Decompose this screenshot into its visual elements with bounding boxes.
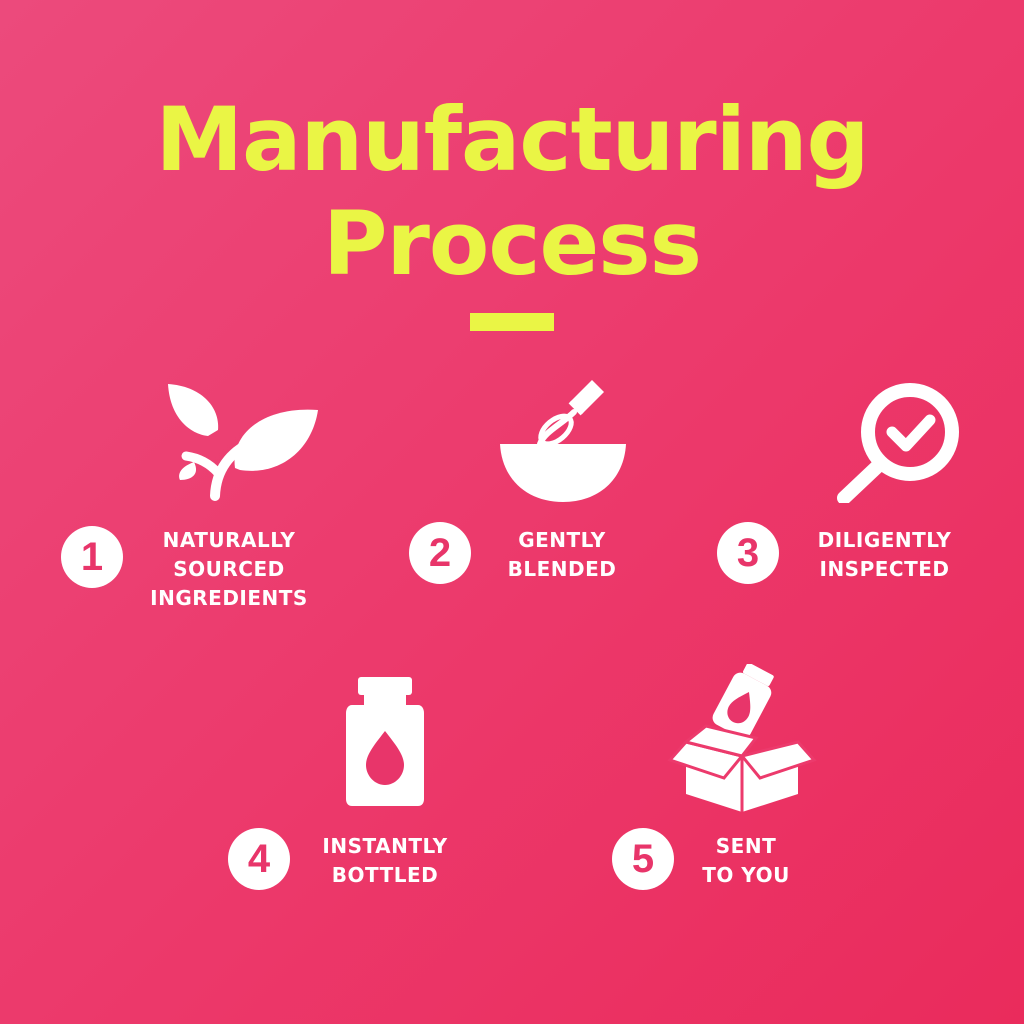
whisk-bowl-icon [498, 372, 628, 507]
box-bottle-icon [666, 664, 818, 816]
step-label-2-line-1: GENTLY [518, 528, 606, 552]
leaf-sprout-icon [160, 378, 325, 503]
step-label-2-line-2: BLENDED [507, 557, 617, 581]
step-number-1: 1 [61, 526, 123, 588]
page-title-line1: Manufacturing [155, 88, 870, 191]
step-label-5-line-1: SENT [715, 834, 777, 858]
step-label-5-line-2: TO YOU [702, 863, 790, 887]
step-label-3-line-1: DILIGENTLY [817, 528, 952, 552]
magnifier-check-icon [836, 378, 966, 503]
step-number-3: 3 [717, 522, 779, 584]
page-title-line2: Process [323, 192, 702, 295]
step-number-2: 2 [409, 522, 471, 584]
step-number-5: 5 [612, 828, 674, 890]
step-label-5: SENT TO YOU [686, 832, 806, 890]
step-label-4: INSTANTLY BOTTLED [302, 832, 468, 890]
title-divider [470, 313, 554, 331]
step-label-1-line-2: SOURCED [173, 557, 285, 581]
step-label-4-line-1: INSTANTLY [322, 834, 448, 858]
step-label-3-line-2: INSPECTED [819, 557, 950, 581]
step-label-2: GENTLY BLENDED [487, 526, 637, 584]
step-label-1: NATURALLY SOURCED INGREDIENTS [134, 526, 324, 613]
step-number-4: 4 [228, 828, 290, 890]
step-label-1-line-3: INGREDIENTS [150, 586, 308, 610]
bottle-drop-icon [344, 675, 426, 810]
step-label-1-line-1: NATURALLY [162, 528, 296, 552]
step-label-4-line-2: BOTTLED [331, 863, 439, 887]
step-label-3: DILIGENTLY INSPECTED [797, 526, 972, 584]
